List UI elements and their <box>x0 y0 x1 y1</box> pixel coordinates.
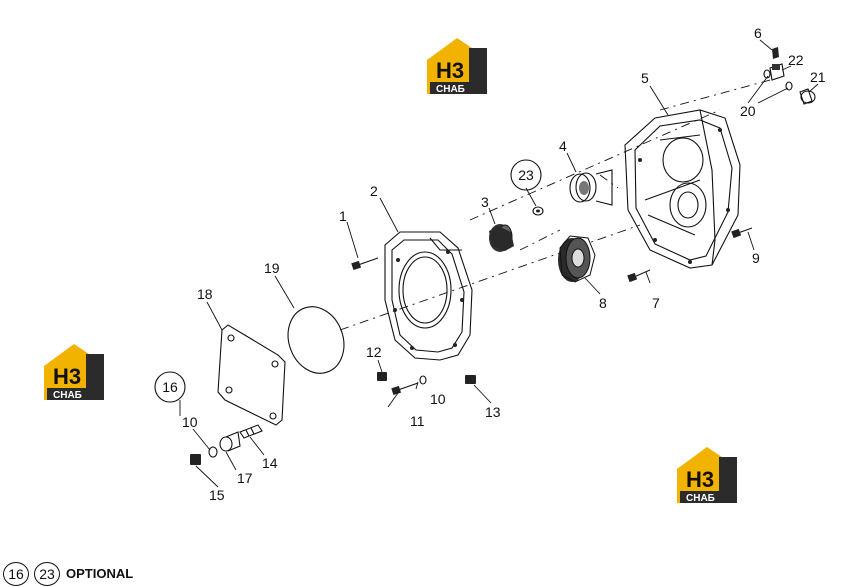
callout-3: 3 <box>481 194 489 210</box>
svg-text:H3: H3 <box>53 364 81 389</box>
bolt-part-11[interactable] <box>391 382 419 396</box>
callout-17: 17 <box>237 470 253 486</box>
svg-text:H3: H3 <box>686 467 714 492</box>
callout-10-center: 10 <box>430 391 446 407</box>
callout-15: 15 <box>209 487 225 503</box>
callout-18: 18 <box>197 286 213 302</box>
nut-part-13[interactable] <box>465 375 476 384</box>
footer-circle-23: 23 <box>34 562 60 586</box>
bolt-part-7[interactable] <box>627 269 651 283</box>
plug-part-6[interactable] <box>772 47 779 59</box>
svg-text:CHAБ: CHAБ <box>53 390 82 401</box>
gasket-plate-part-18[interactable] <box>217 324 286 426</box>
nut-part-15[interactable] <box>190 454 201 465</box>
center-lines <box>339 79 771 331</box>
callout-7: 7 <box>652 295 660 311</box>
callout-4: 4 <box>559 138 567 154</box>
fitting-part-22[interactable] <box>769 63 785 81</box>
callout-20: 20 <box>740 103 756 119</box>
callout-12: 12 <box>366 344 382 360</box>
optional-label: OPTIONAL <box>66 566 134 581</box>
callout-1: 1 <box>339 208 347 224</box>
callout-5: 5 <box>641 70 649 86</box>
callout-21: 21 <box>810 69 826 85</box>
bearing-part-4[interactable] <box>569 169 613 206</box>
callout-22: 22 <box>788 52 804 68</box>
watermark-logo-bottom-right: H3 CHAБ <box>677 447 737 504</box>
callout-14: 14 <box>262 455 278 471</box>
o-ring-part-19[interactable] <box>279 299 353 381</box>
large-gear-part-8[interactable] <box>558 235 596 283</box>
leader-lines <box>179 39 819 488</box>
callout-labels: 1 2 3 4 5 6 7 8 9 10 11 12 13 14 15 17 1… <box>182 25 826 503</box>
small-gear-part-3[interactable] <box>489 224 514 252</box>
bolt-part-9[interactable] <box>731 227 753 239</box>
washers-part-20[interactable] <box>763 69 793 91</box>
watermark-logo-left: H3 CHAБ <box>44 344 104 401</box>
bolt-part-1[interactable] <box>351 257 379 271</box>
svg-text:23: 23 <box>518 167 534 183</box>
callout-10-left: 10 <box>182 414 198 430</box>
callout-6: 6 <box>754 25 762 41</box>
callout-23-circled: 23 <box>510 159 542 191</box>
stud-part-14[interactable] <box>239 424 263 439</box>
washer-part-10-left[interactable] <box>208 446 218 458</box>
svg-text:16: 16 <box>162 379 178 395</box>
callout-13: 13 <box>485 404 501 420</box>
callout-9: 9 <box>752 250 760 266</box>
watermark-logo-top: H3 CHAБ <box>427 38 487 95</box>
callout-2: 2 <box>370 183 378 199</box>
footer-circle-16: 16 <box>3 562 29 586</box>
svg-text:CHAБ: CHAБ <box>686 493 715 504</box>
svg-text:CHAБ: CHAБ <box>436 84 465 95</box>
callout-16-circled: 16 <box>154 371 186 403</box>
washer-part-23[interactable] <box>532 206 544 216</box>
nut-part-12[interactable] <box>377 372 387 381</box>
callout-11: 11 <box>410 413 425 429</box>
spacer-part-17[interactable] <box>219 431 241 452</box>
svg-text:H3: H3 <box>436 58 464 83</box>
callout-8: 8 <box>599 295 607 311</box>
callout-19: 19 <box>264 260 280 276</box>
cover-plate-part-2[interactable] <box>384 231 473 361</box>
washer-part-10-center[interactable] <box>419 375 427 385</box>
plug-part-21[interactable] <box>799 88 816 105</box>
housing-part-5[interactable] <box>624 109 741 269</box>
